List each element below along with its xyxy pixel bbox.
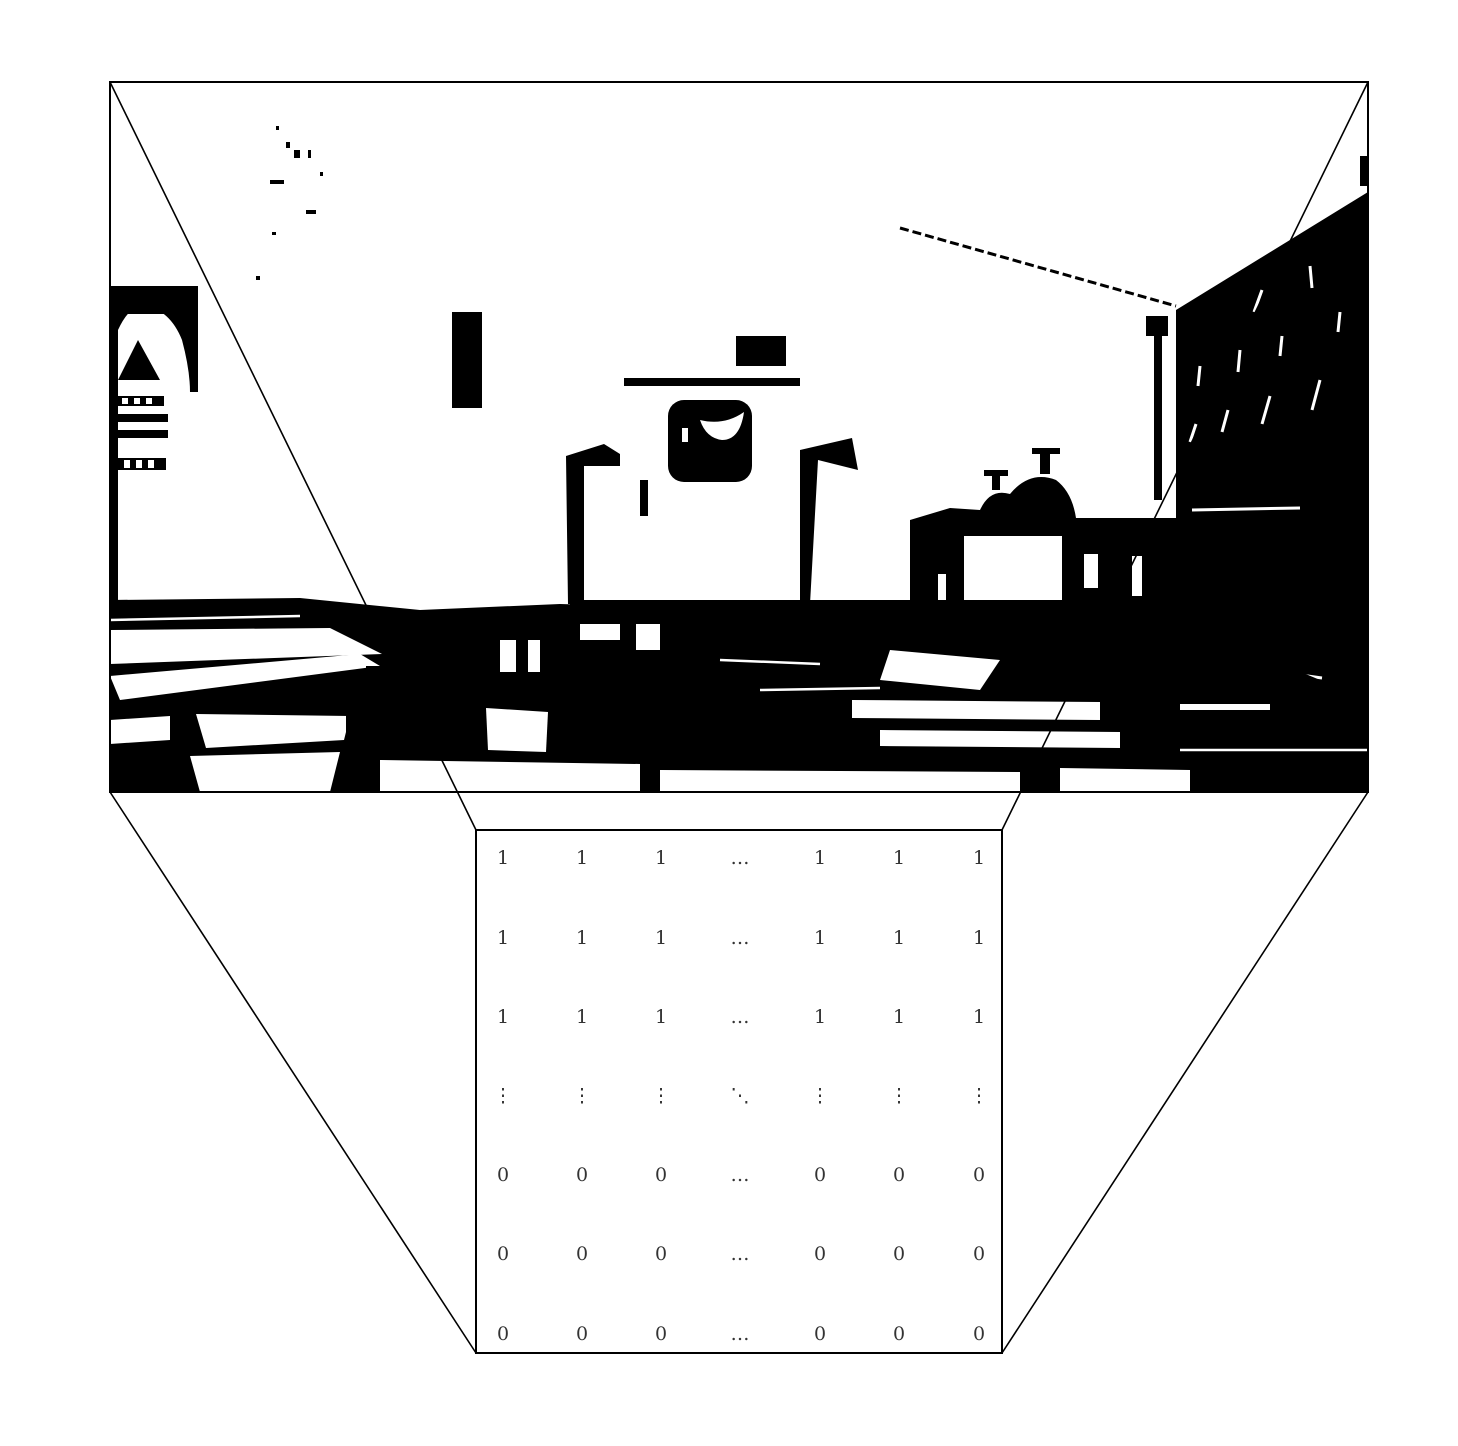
matrix-cell-r6-c5: 0 bbox=[893, 1323, 905, 1345]
matrix-cell-r6-c4: 0 bbox=[814, 1323, 826, 1345]
matrix-cell-r3-c4: ⋮ bbox=[811, 1085, 830, 1107]
binary-image bbox=[110, 82, 1368, 792]
matrix-cell-r3-c0: ⋮ bbox=[494, 1085, 513, 1107]
matrix-cell-r5-c6: 0 bbox=[973, 1243, 985, 1265]
matrix-cell-r5-c3: … bbox=[731, 1243, 750, 1265]
matrix-cell-r5-c4: 0 bbox=[814, 1243, 826, 1265]
matrix-cell-r1-c2: 1 bbox=[655, 927, 667, 949]
matrix-cell-r1-c0: 1 bbox=[497, 927, 509, 949]
matrix-cell-r4-c4: 0 bbox=[814, 1164, 826, 1186]
matrix-cell-r2-c3: … bbox=[731, 1006, 750, 1028]
matrix-cell-r5-c5: 0 bbox=[893, 1243, 905, 1265]
matrix-cell-r0-c3: … bbox=[731, 847, 750, 869]
matrix-cell-r2-c1: 1 bbox=[576, 1006, 588, 1028]
matrix-cell-r1-c5: 1 bbox=[893, 927, 905, 949]
matrix-cell-r3-c2: ⋮ bbox=[652, 1085, 671, 1107]
matrix-cell-r0-c0: 1 bbox=[497, 847, 509, 869]
matrix-cell-r6-c2: 0 bbox=[655, 1323, 667, 1345]
matrix-cell-r2-c6: 1 bbox=[973, 1006, 985, 1028]
matrix-cell-r6-c0: 0 bbox=[497, 1323, 509, 1345]
matrix-cell-r4-c5: 0 bbox=[893, 1164, 905, 1186]
matrix-cell-r5-c1: 0 bbox=[576, 1243, 588, 1265]
matrix-cell-r6-c1: 0 bbox=[576, 1323, 588, 1345]
matrix-cell-r1-c1: 1 bbox=[576, 927, 588, 949]
matrix-cell-r2-c0: 1 bbox=[497, 1006, 509, 1028]
matrix-cell-r4-c2: 0 bbox=[655, 1164, 667, 1186]
matrix-cell-r6-c6: 0 bbox=[973, 1323, 985, 1345]
matrix-cell-r2-c4: 1 bbox=[814, 1006, 826, 1028]
matrix-cell-r6-c3: … bbox=[731, 1323, 750, 1345]
matrix-cell-r5-c0: 0 bbox=[497, 1243, 509, 1265]
matrix-cell-r5-c2: 0 bbox=[655, 1243, 667, 1265]
matrix-cell-r0-c6: 1 bbox=[973, 847, 985, 869]
matrix-cell-r3-c1: ⋮ bbox=[573, 1085, 592, 1107]
matrix-cell-r3-c5: ⋮ bbox=[890, 1085, 909, 1107]
pixel-matrix: 1 1 1 … 1 1 1 1 1 1 … 1 1 1 1 1 1 … 1 1 1 ⋮ ⋮ ⋮ ⋱ ⋮ ⋮ ⋮ 0 0 0 … 0 0 0 0 0 0 … 0… bbox=[494, 847, 989, 1345]
matrix-cell-r0-c2: 1 bbox=[655, 847, 667, 869]
matrix-cell-r3-c6: ⋮ bbox=[970, 1085, 989, 1107]
matrix-cell-r0-c5: 1 bbox=[893, 847, 905, 869]
matrix-cell-r1-c6: 1 bbox=[973, 927, 985, 949]
matrix-cell-r1-c4: 1 bbox=[814, 927, 826, 949]
matrix-cell-r4-c1: 0 bbox=[576, 1164, 588, 1186]
matrix-cell-r4-c6: 0 bbox=[973, 1164, 985, 1186]
matrix-cell-r2-c5: 1 bbox=[893, 1006, 905, 1028]
matrix-cell-r2-c2: 1 bbox=[655, 1006, 667, 1028]
matrix-cell-r4-c0: 0 bbox=[497, 1164, 509, 1186]
matrix-cell-r3-c3: ⋱ bbox=[731, 1085, 750, 1107]
matrix-cell-r0-c4: 1 bbox=[814, 847, 826, 869]
matrix-cell-r0-c1: 1 bbox=[576, 847, 588, 869]
matrix-cell-r4-c3: … bbox=[731, 1164, 750, 1186]
matrix-cell-r1-c3: … bbox=[731, 927, 750, 949]
